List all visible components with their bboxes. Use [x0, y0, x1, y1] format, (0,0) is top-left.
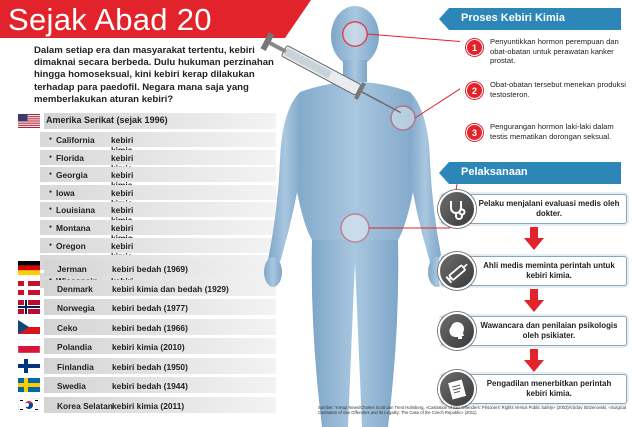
state-name: California	[49, 135, 95, 145]
country-row-bar	[44, 396, 276, 413]
norway-flag-icon	[18, 300, 40, 314]
country-row-bar	[44, 357, 276, 374]
country-name: Jerman	[57, 264, 87, 274]
pelaksanaan-header: Pelaksanaan	[439, 162, 621, 184]
country-value: kebiri kimia (2010)	[112, 342, 185, 352]
stethoscope-icon	[438, 190, 476, 228]
state-row-bar	[40, 167, 276, 183]
pelaksanaan-step-text: Pengadilan menerbitkan perintah kebiri k…	[486, 379, 612, 399]
country-value: kebiri bedah (1966)	[112, 322, 188, 333]
country-row-bar	[44, 279, 276, 296]
intro-paragraph: Dalam setiap era dan masyarakat tertentu…	[34, 45, 274, 105]
human-body-illustration	[260, 6, 460, 427]
country-row: Polandia kebiri kimia (2010)	[14, 336, 276, 356]
step-number-badge: 3	[466, 124, 483, 141]
country-row: Norwegia kebiri bedah (1977)	[14, 297, 276, 317]
state-name: Montana	[49, 223, 91, 233]
country-value: kebiri bedah (1977)	[112, 303, 188, 313]
state-name: Louisiana	[49, 205, 95, 215]
country-name: Ceko	[57, 322, 78, 333]
country-row-bar	[44, 377, 276, 393]
country-row-bar	[44, 299, 276, 315]
source-note: Sumber: YoHap News/Charles Scott dan Tre…	[318, 405, 626, 416]
country-value: kebiri kimia (2011)	[112, 400, 185, 411]
usa-label: Amerika Serikat (sejak 1996)	[46, 115, 168, 125]
state-name: Oregon	[49, 241, 86, 251]
country-name: Denmark	[57, 283, 93, 294]
proses-header: Proses Kebiri Kimia	[439, 8, 621, 30]
down-arrow-icon	[524, 349, 544, 373]
proses-step-text: Penyuntikkan hormon perempuan dan obat-o…	[490, 37, 619, 66]
syringe-icon	[260, 32, 401, 114]
usa-header-bar	[44, 113, 276, 129]
country-row: Denmark kebiri kimia dan bedah (1929)	[14, 278, 276, 298]
usa-flag-icon	[18, 114, 40, 128]
state-name: Georgia	[49, 170, 88, 180]
proses-step-text: Pengurangan hormon laki-laki dalam testi…	[490, 122, 614, 141]
usa-header: Amerika Serikat (sejak 1996)	[14, 113, 276, 129]
country-value: kebiri kimia dan bedah (1929)	[112, 283, 229, 294]
country-row-bar	[44, 260, 276, 276]
country-name: Norwegia	[57, 303, 95, 313]
head-silhouette-icon	[438, 312, 476, 350]
state-row-bar	[40, 149, 276, 165]
down-arrow-icon	[524, 227, 544, 251]
czech-flag-icon	[18, 319, 40, 334]
country-row: Ceko kebiri bedah (1966)	[14, 317, 276, 337]
syringe-icon	[438, 252, 476, 290]
country-name: Swedia	[57, 381, 86, 391]
country-name: Polandia	[57, 342, 92, 352]
south-korea-flag-icon	[18, 397, 40, 412]
state-row-bar	[40, 132, 276, 147]
pelaksanaan-step-text: Ahli medis meminta perintah untuk kebiri…	[483, 261, 615, 281]
state-name: Iowa	[49, 188, 74, 198]
pelaksanaan-step-text: Pelaku menjalani evaluasi medis oleh dok…	[478, 199, 620, 219]
step-number-badge: 2	[466, 82, 483, 99]
poland-flag-icon	[18, 339, 40, 353]
country-name: Korea Selatan	[57, 400, 113, 411]
state-row-bar	[40, 202, 276, 218]
country-row: Finlandia kebiri bedah (1950)	[14, 356, 276, 376]
state-row-bar	[40, 237, 276, 253]
down-arrow-icon	[524, 289, 544, 313]
title-banner: Sejak Abad 20	[0, 0, 311, 38]
country-row: Jerman kebiri bedah (1969)	[14, 258, 276, 278]
state-row-bar	[40, 220, 276, 235]
sweden-flag-icon	[18, 378, 40, 392]
country-row-bar	[44, 338, 276, 354]
page-title: Sejak Abad 20	[8, 2, 212, 37]
country-value: kebiri bedah (1950)	[112, 361, 188, 372]
proses-step-text: Obat-obatan tersebut menekan produksi te…	[490, 80, 626, 99]
country-value: kebiri bedah (1969)	[112, 264, 188, 274]
country-row: Swedia kebiri bedah (1944)	[14, 375, 276, 395]
country-row-bar	[44, 318, 276, 335]
country-name: Finlandia	[57, 361, 94, 372]
denmark-flag-icon	[18, 280, 40, 295]
step-number-badge: 1	[466, 39, 483, 56]
country-value: kebiri bedah (1944)	[112, 381, 188, 391]
state-name: Florida	[49, 153, 84, 163]
state-row-bar	[40, 184, 276, 200]
germany-flag-icon	[18, 261, 40, 275]
pelaksanaan-step-text: Wawancara dan penilaian psikologis oleh …	[480, 321, 618, 341]
finland-flag-icon	[18, 358, 40, 373]
document-icon	[438, 370, 476, 408]
